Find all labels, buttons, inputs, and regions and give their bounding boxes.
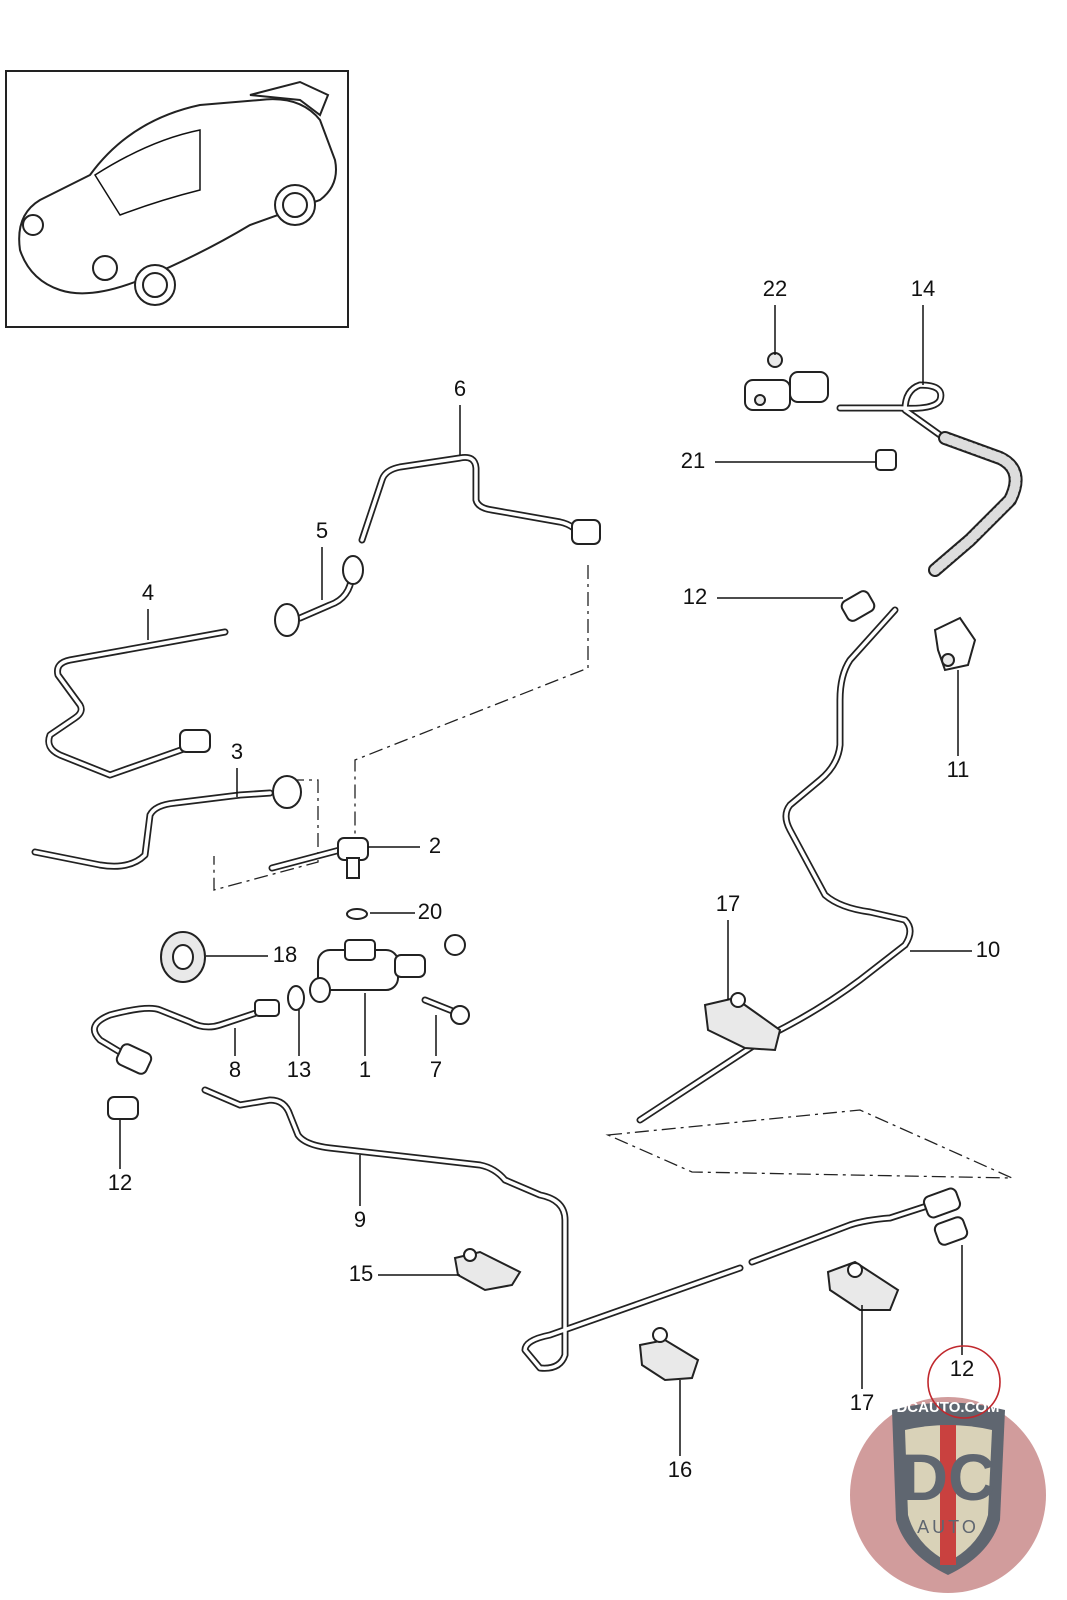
line-14 <box>836 381 945 439</box>
callout-21: 21 <box>681 448 705 473</box>
hose-5 <box>274 555 364 637</box>
callout-17: 17 <box>716 891 740 916</box>
grommet-18 <box>160 931 206 983</box>
callout-10: 10 <box>976 937 1000 962</box>
callout-3: 3 <box>231 739 243 764</box>
callout-12: 12 <box>683 584 707 609</box>
nut-12-right <box>933 1216 969 1246</box>
dcauto-watermark-logo: DCAUTO.COM DC AUTO <box>850 1397 1046 1593</box>
callout-22: 22 <box>763 276 787 301</box>
callout-1: 1 <box>359 1057 371 1082</box>
callout-4: 4 <box>142 580 154 605</box>
master-cylinder-1 <box>309 934 466 1003</box>
callout-12: 12 <box>108 1170 132 1195</box>
highlight-circle <box>927 1345 1001 1419</box>
svg-text:DCAUTO.COM: DCAUTO.COM <box>896 1399 999 1416</box>
callout-5: 5 <box>316 518 328 543</box>
callout-2: 2 <box>429 833 441 858</box>
bracket-21 <box>875 449 897 471</box>
pipe-9 <box>201 1086 934 1372</box>
callout-8: 8 <box>229 1057 241 1082</box>
hose-hose-14 <box>928 431 1023 577</box>
nut-12-left <box>107 1096 139 1120</box>
callout-18: 18 <box>273 942 297 967</box>
callout-7: 7 <box>430 1057 442 1082</box>
pipe-10 <box>636 606 914 1124</box>
clip-17-lower <box>826 1260 900 1311</box>
callout-13: 13 <box>287 1057 311 1082</box>
svg-text:DC: DC <box>900 1440 995 1514</box>
clip-16 <box>638 1327 700 1382</box>
pipe-6 <box>358 454 601 545</box>
bolt-7 <box>421 996 470 1025</box>
fitting-2 <box>268 837 369 879</box>
callout-12-highlighted: 12 <box>950 1356 974 1381</box>
fitting-8-end <box>254 999 280 1017</box>
bracket-11 <box>933 616 977 672</box>
callout-14: 14 <box>911 276 935 301</box>
leader-lines <box>119 305 972 1456</box>
clip-17-upper <box>703 992 782 1052</box>
slave-cylinder-22 <box>744 352 829 411</box>
svg-text:AUTO: AUTO <box>917 1517 979 1537</box>
dash-connector-10-9 <box>605 1109 1013 1179</box>
callout-15: 15 <box>349 1261 373 1286</box>
seal-ring-13 <box>287 985 305 1011</box>
callout-11: 11 <box>947 757 970 782</box>
pipe-3 <box>31 775 302 870</box>
coupling-left <box>115 1043 153 1075</box>
coupling-right <box>922 1187 962 1219</box>
pipe-8 <box>90 1004 269 1062</box>
callout-9: 9 <box>354 1207 366 1232</box>
clip-15 <box>453 1248 522 1292</box>
vehicle-thumbnail <box>5 70 349 328</box>
callout-6: 6 <box>454 376 466 401</box>
callout-16: 16 <box>668 1457 692 1482</box>
dash-connector-6-2 <box>354 565 589 840</box>
callout-20: 20 <box>418 899 442 924</box>
dash-connector-3-2 <box>213 779 319 891</box>
o-ring-20 <box>346 908 368 920</box>
nut-12-upper <box>840 590 876 622</box>
callout-17: 17 <box>850 1390 874 1415</box>
pipe-4 <box>45 628 229 779</box>
